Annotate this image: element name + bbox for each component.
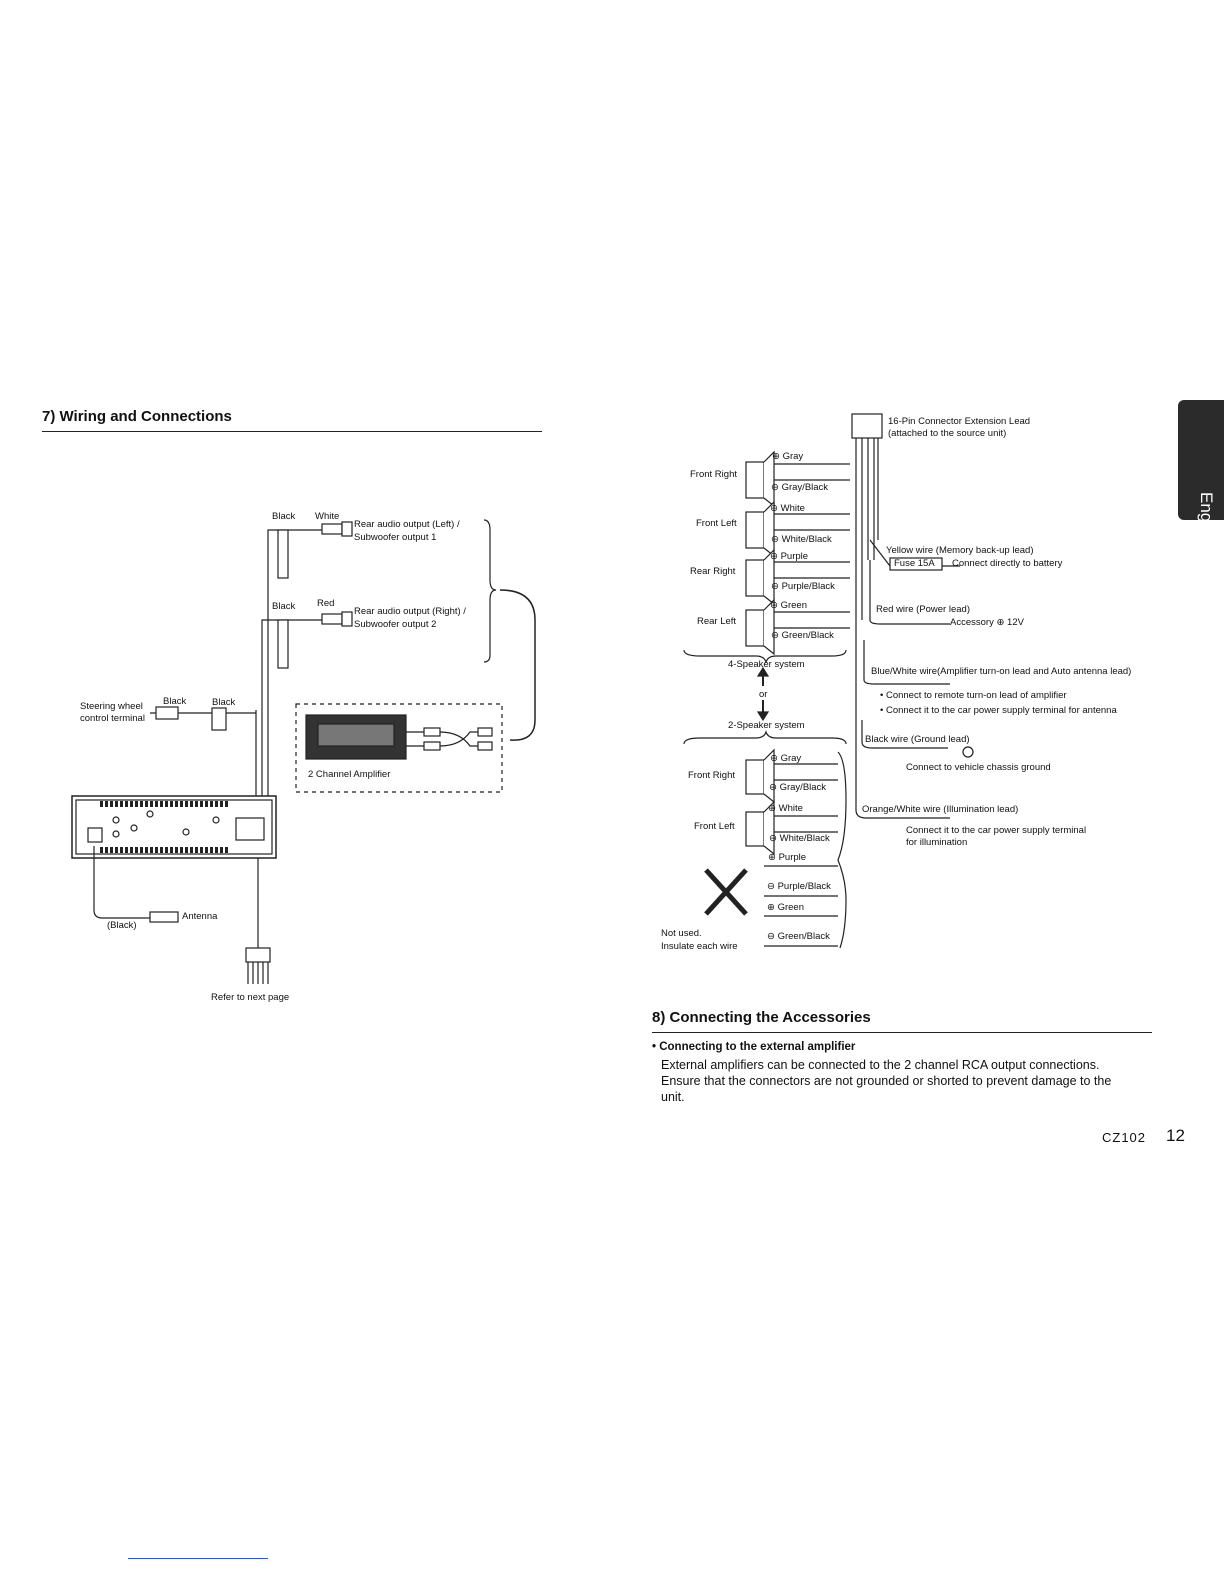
section-8-rule bbox=[652, 1032, 1152, 1033]
orange-note-1: Connect it to the car power supply termi… bbox=[906, 825, 1087, 836]
two-gray-pos: ⊕ Gray bbox=[770, 753, 802, 764]
wire-green-pos: ⊕ Green bbox=[770, 600, 808, 611]
two-white-pos: ⊕ White bbox=[768, 803, 803, 814]
wire-white-neg: ⊖ White/Black bbox=[771, 534, 832, 545]
two-white-neg: ⊖ White/Black bbox=[769, 833, 830, 844]
two-front-left: Front Left bbox=[694, 821, 735, 832]
wire-label-white: White bbox=[315, 511, 340, 522]
not-used-label: Not used. bbox=[661, 928, 702, 939]
model-label: CZ102 bbox=[1102, 1130, 1147, 1145]
section-8-title: 8) Connecting the Accessories bbox=[652, 1009, 871, 1026]
speaker-rear-right: Rear Right bbox=[690, 566, 736, 577]
two-green-neg: ⊖ Green/Black bbox=[767, 931, 830, 942]
language-tab-label: English bbox=[1197, 492, 1216, 548]
wire-label-black-1: Black bbox=[272, 511, 296, 522]
battery-label: Connect directly to battery bbox=[952, 558, 1063, 569]
rear-left-label: Rear audio output (Left) / bbox=[354, 519, 460, 530]
language-tab: English bbox=[1178, 400, 1224, 548]
rear-right-label: Rear audio output (Right) / bbox=[354, 606, 466, 617]
two-speaker-system: 2-Speaker system bbox=[728, 720, 805, 731]
four-speaker-system: 4-Speaker system bbox=[728, 659, 805, 670]
section-7-rule bbox=[42, 431, 542, 432]
bluewhite-note-2: • Connect it to the car power supply ter… bbox=[880, 705, 1117, 716]
accessory-label: Accessory ⊕ 12V bbox=[950, 617, 1024, 628]
connector-label-2: (attached to the source unit) bbox=[888, 428, 1007, 439]
red-wire-label: Red wire (Power lead) bbox=[876, 604, 970, 615]
wire-label-black-3: Black bbox=[163, 696, 187, 707]
antenna-color-label: (Black) bbox=[107, 920, 137, 931]
refer-next-page: Refer to next page bbox=[211, 992, 290, 1003]
black-wire-label: Black wire (Ground lead) bbox=[865, 734, 970, 745]
connector-label-1: 16-Pin Connector Extension Lead bbox=[888, 416, 1031, 427]
ground-label: Connect to vehicle chassis ground bbox=[906, 762, 1051, 773]
wire-purple-pos: ⊕ Purple bbox=[770, 551, 809, 562]
sub2-label: Subwoofer output 2 bbox=[354, 619, 437, 630]
sub1-label: Subwoofer output 1 bbox=[354, 532, 437, 543]
orange-wire-label: Orange/White wire (Illumination lead) bbox=[862, 804, 1019, 815]
wire-label-black-4: Black bbox=[212, 697, 236, 708]
section-8-line-2: Ensure that the connectors are not groun… bbox=[661, 1074, 1112, 1088]
bluewhite-note-1: • Connect to remote turn-on lead of ampl… bbox=[880, 690, 1067, 701]
speaker-front-left: Front Left bbox=[696, 518, 737, 529]
wire-white-pos: ⊕ White bbox=[770, 503, 805, 514]
steering-label-1: Steering wheel bbox=[80, 701, 143, 712]
yellow-wire-label: Yellow wire (Memory back-up lead) bbox=[886, 545, 1034, 556]
insulate-label: Insulate each wire bbox=[661, 941, 738, 952]
section-8-line-3: unit. bbox=[661, 1090, 685, 1104]
two-gray-neg: ⊖ Gray/Black bbox=[769, 782, 827, 793]
bluewhite-label: Blue/White wire(Amplifier turn-on lead a… bbox=[871, 666, 1132, 677]
footer-link-line bbox=[128, 1558, 268, 1559]
wire-gray-pos: ⊕ Gray bbox=[772, 451, 804, 462]
speaker-rear-left: Rear Left bbox=[697, 616, 737, 627]
orange-note-2: for illumination bbox=[906, 837, 968, 848]
section-8-bullet: • Connecting to the external amplifier bbox=[652, 1041, 856, 1053]
wire-gray-neg: ⊖ Gray/Black bbox=[771, 482, 829, 493]
two-front-right: Front Right bbox=[688, 770, 735, 781]
section-7-title: 7) Wiring and Connections bbox=[42, 408, 232, 425]
or-label: or bbox=[759, 689, 768, 700]
two-green-pos: ⊕ Green bbox=[767, 902, 805, 913]
speaker-front-right: Front Right bbox=[690, 469, 737, 480]
wire-label-red: Red bbox=[317, 598, 335, 609]
page-number: 12 bbox=[1166, 1126, 1185, 1145]
wire-label-black-2: Black bbox=[272, 601, 296, 612]
wire-green-neg: ⊖ Green/Black bbox=[771, 630, 834, 641]
antenna-label: Antenna bbox=[182, 911, 218, 922]
section-8-line-1: External amplifiers can be connected to … bbox=[661, 1058, 1100, 1072]
two-purple-neg: ⊖ Purple/Black bbox=[767, 881, 831, 892]
amplifier-label: 2 Channel Amplifier bbox=[308, 769, 391, 780]
wire-purple-neg: ⊖ Purple/Black bbox=[771, 581, 835, 592]
two-purple-pos: ⊕ Purple bbox=[768, 852, 807, 863]
fuse-label: Fuse 15A bbox=[894, 558, 935, 569]
steering-label-2: control terminal bbox=[80, 713, 145, 724]
